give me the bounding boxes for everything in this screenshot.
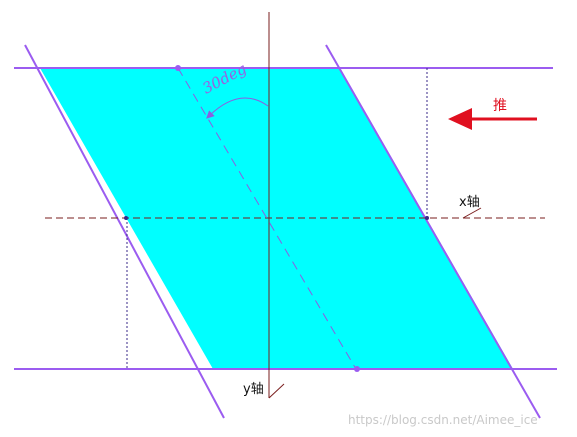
watermark: https://blog.csdn.net/Aimee_ice bbox=[348, 413, 538, 427]
push-arrow-icon bbox=[448, 108, 472, 130]
x-axis-label: x轴 bbox=[459, 195, 480, 210]
x-axis-tick bbox=[462, 207, 482, 219]
angle-arc bbox=[206, 97, 269, 119]
skewed-dashed-axis bbox=[177, 67, 357, 370]
bottom-point bbox=[354, 366, 360, 372]
left-axis-point bbox=[124, 216, 128, 220]
y-axis-tick bbox=[268, 383, 285, 399]
left-slant-line bbox=[24, 44, 225, 419]
y-axis-label: y轴 bbox=[243, 382, 264, 397]
top-point bbox=[175, 65, 181, 71]
right-slant-line bbox=[325, 44, 541, 419]
right-axis-point bbox=[425, 216, 429, 220]
push-label: 推 bbox=[493, 98, 507, 114]
